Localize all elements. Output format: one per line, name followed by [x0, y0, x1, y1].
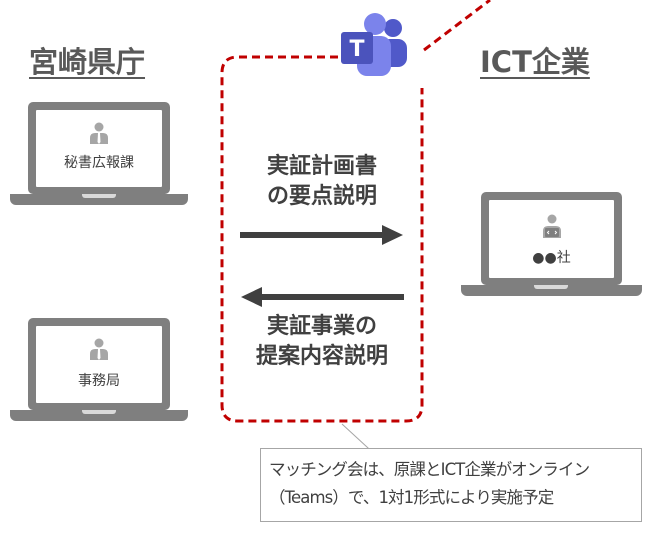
teams-logo-icon: T [341, 13, 407, 76]
arrow-right-icon [240, 225, 403, 245]
flow-proposal-line1: 実証事業の [266, 314, 377, 339]
laptop-label-secretariat: 事務局 [78, 373, 120, 389]
flow-plan-line2: の要点説明 [266, 184, 377, 209]
dashed-link-line [423, 0, 491, 52]
flow-proposal-line2: 提案内容説明 [255, 344, 388, 369]
laptop-company: ●●社 [461, 192, 642, 304]
flow-plan-line1: 実証計画書 [266, 154, 377, 179]
flow-text-proposal-explanation: 実証事業の 提案内容説明 [232, 312, 412, 372]
prefecture-title: 宮崎県庁 [29, 45, 146, 79]
laptop-secretary-pr: 秘書広報課 [10, 102, 188, 212]
person-icon [90, 122, 108, 144]
person-icon [90, 338, 108, 360]
note-line1: マッチング会は、原課とICT企業がオンライン [269, 460, 590, 479]
arrow-left-icon [241, 287, 404, 307]
flow-text-plan-explanation: 実証計画書 の要点説明 [232, 152, 412, 212]
dashed-box [220, 55, 424, 423]
teams-logo-letter: T [349, 37, 364, 62]
ict-company-title: ICT企業 [480, 45, 590, 79]
meeting-note-callout: マッチング会は、原課とICT企業がオンライン （Teams）で、1対1形式により… [260, 448, 642, 522]
laptop-label-company: ●●社 [532, 250, 571, 266]
note-line2: （Teams）で、1対1形式により実施予定 [269, 488, 554, 507]
laptop-secretariat: 事務局 [10, 318, 188, 428]
developer-icon [543, 214, 561, 238]
laptop-label-secretary-pr: 秘書広報課 [64, 155, 134, 171]
